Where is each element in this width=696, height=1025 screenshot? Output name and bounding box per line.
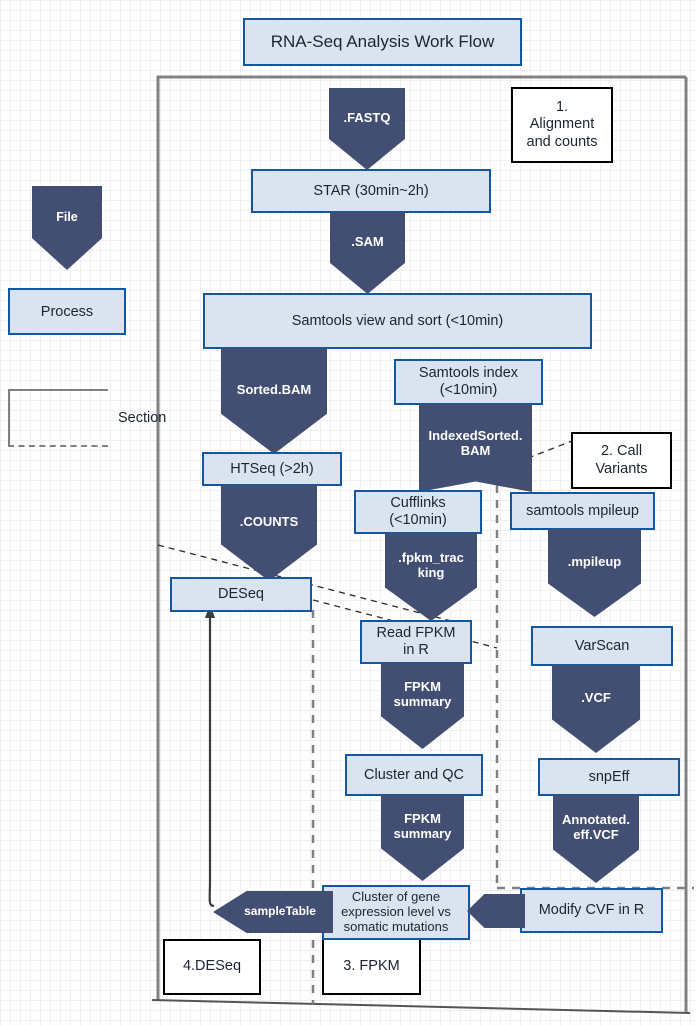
legend-process-shape: Process bbox=[8, 288, 126, 335]
section-4-label: 4.DESeq bbox=[182, 958, 242, 975]
node-cluster-qc-label: Cluster and QC bbox=[364, 766, 464, 783]
node-samtools-index[interactable]: Samtools index (<10min) bbox=[394, 359, 543, 405]
arrow-modify-cvf-to-cluster bbox=[467, 894, 525, 928]
arrow-sampletable-to-deseq bbox=[208, 612, 215, 908]
legend-process-label: Process bbox=[40, 303, 94, 320]
node-indexed-sorted-bam-line2: BAM bbox=[460, 443, 491, 458]
node-sam-label: .SAM bbox=[351, 233, 384, 249]
node-mpileup[interactable]: .mpileup bbox=[548, 529, 641, 617]
node-cufflinks[interactable]: Cufflinks (<10min) bbox=[354, 490, 482, 534]
node-sam[interactable]: .SAM bbox=[330, 212, 405, 294]
diagram-title: RNA-Seq Analysis Work Flow bbox=[243, 18, 522, 66]
node-samtools-index-line1: Samtools index bbox=[418, 365, 519, 382]
node-varscan-label: VarScan bbox=[574, 637, 630, 654]
section-1-line3: and counts bbox=[526, 133, 598, 150]
node-fpkm-summary-1-line1: FPKM bbox=[404, 679, 441, 695]
node-samtools-view-sort-label: Samtools view and sort (<10min) bbox=[291, 312, 504, 329]
node-fpkm-tracking-line1: .fpkm_trac bbox=[398, 550, 464, 566]
node-samtools-mpileup[interactable]: samtools mpileup bbox=[510, 492, 655, 530]
outer-section-bottom bbox=[151, 999, 691, 1014]
node-cluster-gene-line2: expression level vs bbox=[341, 904, 451, 920]
node-fpkm-summary-1[interactable]: FPKM summary bbox=[381, 663, 464, 749]
node-samtools-view-sort[interactable]: Samtools view and sort (<10min) bbox=[203, 293, 592, 349]
node-fpkm-summary-2[interactable]: FPKM summary bbox=[381, 795, 464, 881]
node-counts[interactable]: .COUNTS bbox=[221, 485, 317, 581]
section-2-line1: 2. Call bbox=[600, 443, 643, 460]
section-label-call-variants: 2. Call Variants bbox=[571, 432, 672, 489]
node-fpkm-summary-1-line2: summary bbox=[393, 694, 452, 709]
section-label-fpkm: 3. FPKM bbox=[322, 938, 421, 995]
diagram-title-text: RNA-Seq Analysis Work Flow bbox=[270, 32, 495, 51]
legend-file-shape: File bbox=[32, 186, 102, 270]
node-htseq[interactable]: HTSeq (>2h) bbox=[202, 452, 342, 486]
section-label-deseq: 4.DESeq bbox=[163, 939, 261, 995]
node-modify-cvf-label: Modify CVF in R bbox=[538, 902, 645, 919]
node-modify-cvf[interactable]: Modify CVF in R bbox=[520, 888, 663, 933]
legend-section-label: Section bbox=[118, 410, 167, 426]
node-cluster-gene-line1: Cluster of gene bbox=[351, 889, 441, 905]
node-snpeff-label: snpEff bbox=[588, 768, 630, 785]
node-sample-table[interactable]: sampleTable bbox=[213, 891, 333, 933]
node-mpileup-label: .mpileup bbox=[567, 553, 622, 569]
legend-section-shape: Section bbox=[8, 389, 166, 447]
node-star[interactable]: STAR (30min~2h) bbox=[251, 169, 491, 213]
section-1-line1: 1. bbox=[555, 98, 569, 115]
node-fastq[interactable]: .FASTQ bbox=[329, 88, 405, 170]
node-read-fpkm-line1: Read FPKM bbox=[376, 625, 456, 642]
node-snpeff[interactable]: snpEff bbox=[538, 758, 680, 796]
node-samtools-index-line2: (<10min) bbox=[439, 382, 498, 398]
node-read-fpkm-line2: in R bbox=[403, 642, 429, 658]
node-indexed-sorted-bam[interactable]: IndexedSorted. BAM bbox=[419, 404, 532, 492]
node-cluster-gene-expression[interactable]: Cluster of gene expression level vs soma… bbox=[322, 885, 470, 940]
node-sorted-bam-label: Sorted.BAM bbox=[236, 381, 312, 397]
node-annotated-vcf-line2: eff.VCF bbox=[573, 827, 619, 842]
section-2-line2: Variants bbox=[595, 460, 648, 477]
node-cufflinks-line2: (<10min) bbox=[389, 512, 447, 528]
node-counts-label: .COUNTS bbox=[239, 513, 299, 529]
node-fpkm-tracking[interactable]: .fpkm_trac king bbox=[385, 533, 477, 621]
node-fpkm-summary-2-line2: summary bbox=[393, 826, 452, 841]
node-varscan[interactable]: VarScan bbox=[531, 626, 673, 666]
node-deseq-label: DESeq bbox=[218, 586, 264, 603]
node-vcf-label: .VCF bbox=[581, 689, 611, 705]
node-sorted-bam[interactable]: Sorted.BAM bbox=[221, 348, 327, 454]
node-cluster-qc[interactable]: Cluster and QC bbox=[345, 754, 483, 796]
node-deseq[interactable]: DESeq bbox=[170, 577, 312, 612]
node-cluster-gene-line3: somatic mutations bbox=[343, 918, 449, 934]
node-star-label: STAR (30min~2h) bbox=[313, 182, 429, 199]
node-indexed-sorted-bam-line1: IndexedSorted. bbox=[428, 428, 523, 444]
section-1-line2: Alignment bbox=[529, 116, 595, 133]
node-vcf[interactable]: .VCF bbox=[552, 665, 640, 753]
node-htseq-label: HTSeq (>2h) bbox=[230, 460, 314, 477]
node-annotated-vcf[interactable]: Annotated. eff.VCF bbox=[553, 795, 639, 883]
node-samtools-mpileup-label: samtools mpileup bbox=[526, 502, 639, 519]
legend-file-label: File bbox=[56, 210, 78, 224]
node-sample-table-label: sampleTable bbox=[244, 904, 316, 919]
node-annotated-vcf-line1: Annotated. bbox=[562, 812, 630, 828]
section-3-label: 3. FPKM bbox=[343, 957, 400, 974]
node-fastq-label: .FASTQ bbox=[343, 109, 391, 125]
node-fpkm-tracking-line2: king bbox=[417, 565, 445, 580]
node-fpkm-summary-2-line1: FPKM bbox=[404, 811, 441, 827]
node-read-fpkm[interactable]: Read FPKM in R bbox=[360, 620, 472, 664]
node-cufflinks-line1: Cufflinks bbox=[390, 495, 446, 512]
section-label-alignment: 1. Alignment and counts bbox=[511, 87, 613, 163]
